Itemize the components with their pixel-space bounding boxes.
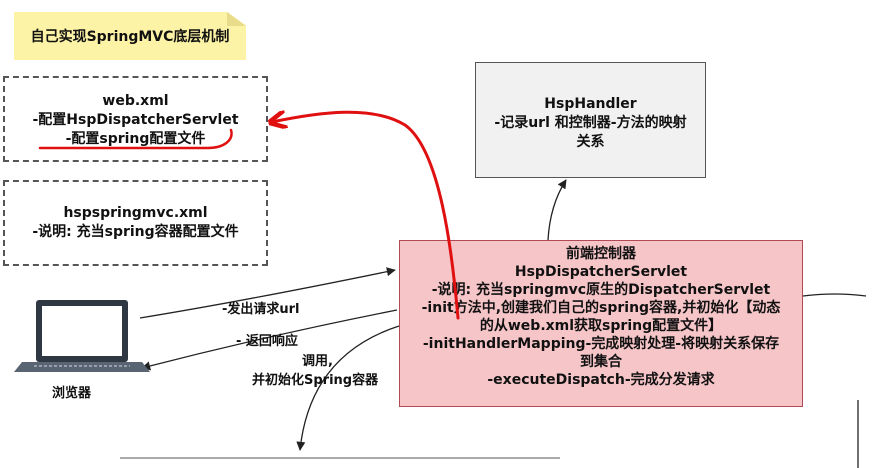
springmvc-xml-box: hspspringmvc.xml -说明: 充当spring容器配置文件 — [3, 180, 268, 266]
dispatcher-line-4: 的从web.xml获取spring配置文件】 — [479, 318, 723, 334]
title-note-text: 自己实现SpringMVC底层机制 — [30, 29, 230, 45]
red-underline — [38, 128, 233, 150]
red-annotation-arrow — [272, 112, 460, 320]
title-note: 自己实现SpringMVC底层机制 — [14, 12, 246, 60]
dispatcher-line-5: -initHandlerMapping-完成映射处理-将映射关系保存 — [422, 336, 780, 352]
hsp-handler-line-2: 关系 — [576, 134, 605, 150]
label-invoke-1: 调用, — [302, 354, 333, 369]
dispatcher-line-0: 前端控制器 — [566, 246, 636, 262]
dispatcher-servlet-box: 前端控制器 HspDispatcherServlet -说明: 充当spring… — [399, 240, 803, 407]
web-xml-line-1: -配置HspDispatcherServlet — [32, 112, 239, 128]
dispatcher-line-2: -说明: 充当springmvc原生的DispatcherServlet — [431, 282, 771, 298]
label-response: - 返回响应 — [236, 334, 298, 349]
arrow-invoke — [296, 325, 400, 451]
line-right-top — [802, 293, 867, 297]
web-xml-box: web.xml -配置HspDispatcherServlet -配置sprin… — [3, 76, 268, 162]
springmvc-xml-line-1: -说明: 充当spring容器配置文件 — [32, 224, 239, 240]
arrow-request — [139, 267, 396, 319]
arrow-response — [141, 309, 398, 371]
laptop-icon — [14, 300, 150, 372]
dispatcher-line-6: 到集合 — [580, 354, 622, 370]
dispatcher-line-7: -executeDispatch-完成分发请求 — [487, 372, 715, 388]
arrow-dispatcher-to-handler — [547, 179, 567, 241]
hsp-handler-box: HspHandler -记录url 和控制器-方法的映射 关系 — [475, 62, 706, 178]
hsp-handler-line-1: -记录url 和控制器-方法的映射 — [494, 115, 687, 131]
hsp-handler-title: HspHandler — [544, 96, 637, 112]
label-invoke-2: 并初始化Spring容器 — [252, 373, 379, 388]
dispatcher-line-3: -init方法中,创建我们自己的spring容器,并初始化【动态 — [421, 300, 781, 316]
dispatcher-line-1: HspDispatcherServlet — [514, 264, 688, 280]
browser-label: 浏览器 — [52, 386, 92, 401]
web-xml-line-2: -配置spring配置文件 — [65, 131, 206, 147]
web-xml-title: web.xml — [102, 93, 169, 109]
label-request: -发出请求url — [222, 302, 300, 317]
springmvc-xml-title: hspspringmvc.xml — [63, 205, 208, 221]
